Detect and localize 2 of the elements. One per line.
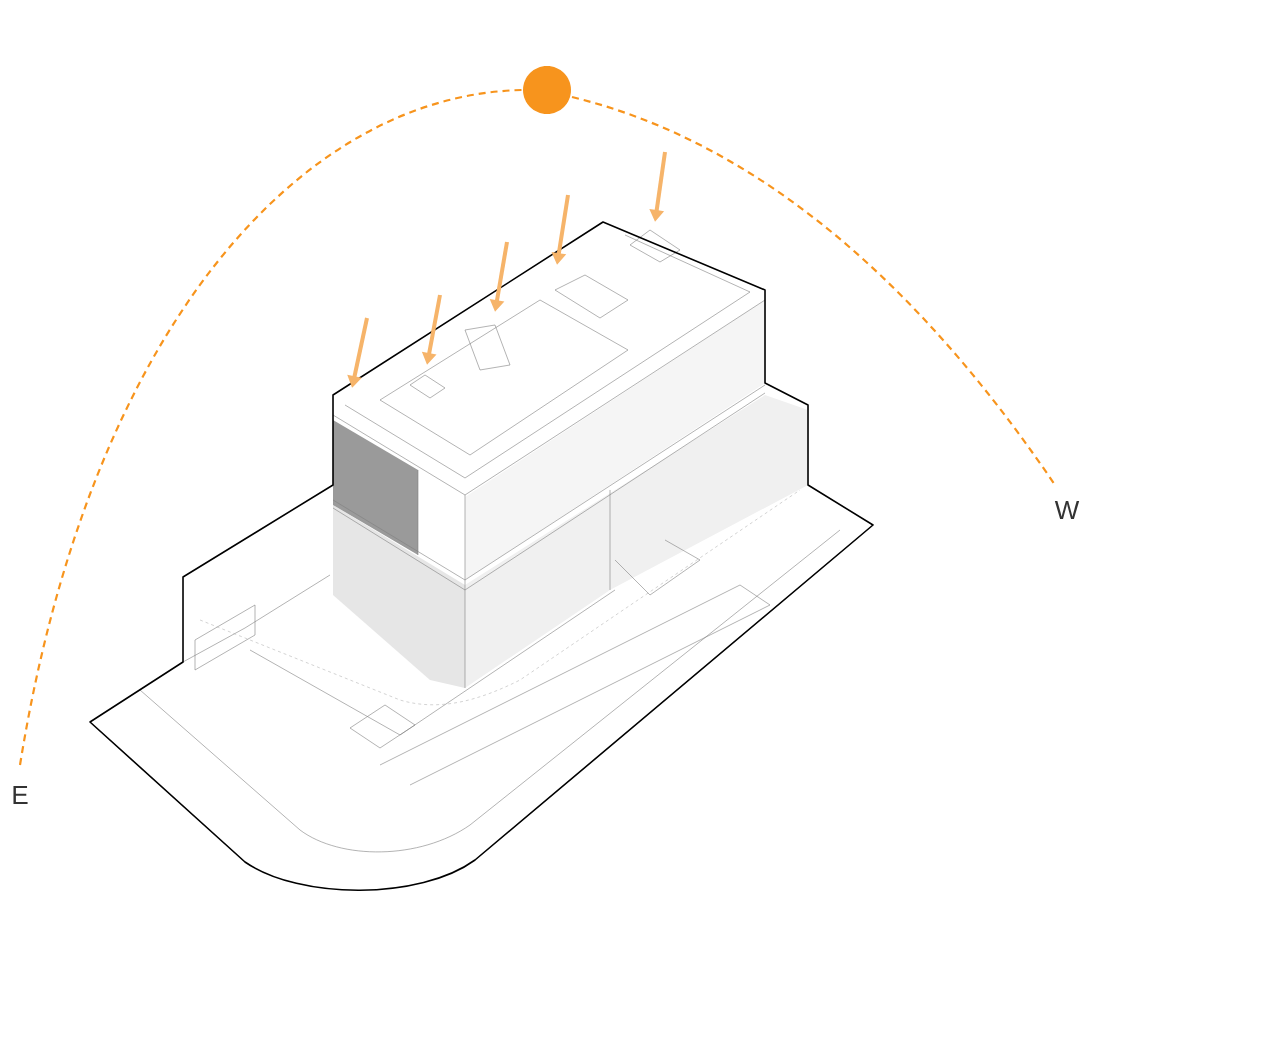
- compass-label: W: [1054, 501, 1080, 519]
- compass-label: E: [13, 786, 28, 804]
